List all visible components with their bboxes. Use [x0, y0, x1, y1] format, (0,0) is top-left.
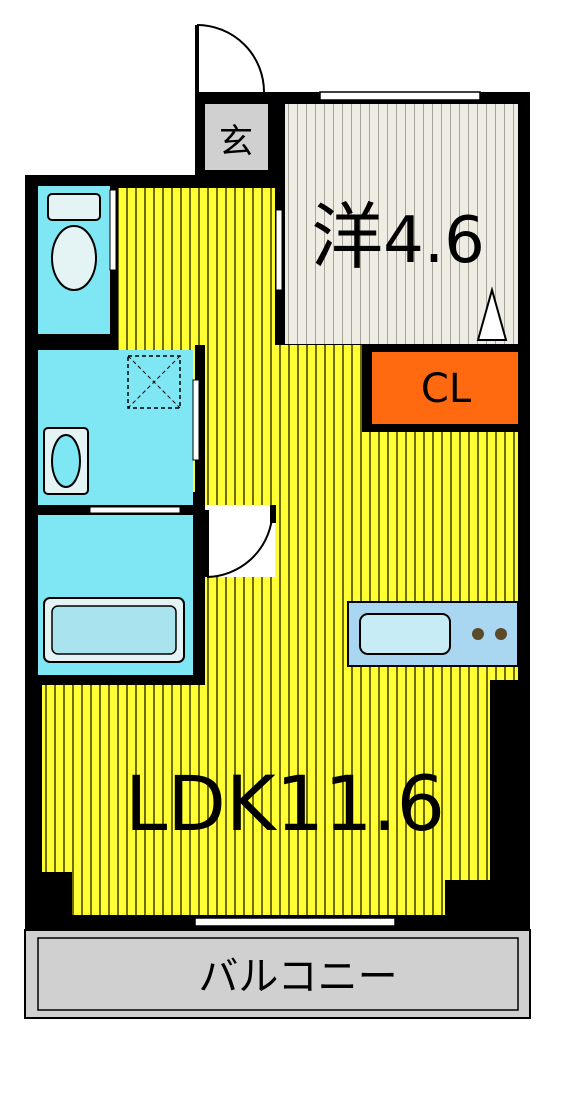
closet-area [372, 352, 518, 424]
stove-burner-left [472, 628, 484, 640]
balcony-railing [37, 937, 519, 1011]
ldk-door-opening [205, 505, 275, 577]
corridor-wall [195, 345, 205, 685]
western-room-door [275, 209, 283, 291]
western-room-kanji: 洋 [311, 195, 383, 279]
bathtub-inner [51, 605, 177, 655]
entrance-door-opening [193, 30, 273, 92]
genkan-label: 玄 [219, 122, 253, 162]
balcony-label: バルコニー [198, 954, 397, 1000]
kitchen-sink [359, 613, 451, 655]
ldk-label: LDK11.6 [125, 759, 445, 848]
toilet-bowl [51, 225, 97, 291]
balcony-window [194, 917, 396, 927]
western-room-size: 4.6 [383, 204, 485, 278]
closet-fold-door [476, 286, 508, 341]
genkan-floor [205, 104, 268, 170]
washing-machine-space [127, 355, 181, 409]
ldk-door-jamb [270, 505, 276, 523]
balcony [24, 929, 531, 1019]
closet-label: CL [421, 366, 472, 412]
washbasin-bowl [51, 434, 81, 488]
western-room-floor [285, 104, 518, 344]
toilet-door [109, 189, 117, 271]
washing-machine-diag-2 [127, 355, 181, 409]
entrance-door-arc [196, 24, 265, 93]
toilet-tank [47, 193, 101, 221]
western-room-label: 洋4.6 [311, 195, 485, 279]
stove-burner-right [495, 628, 507, 640]
western-room-window [319, 91, 481, 101]
washroom-door [192, 379, 200, 461]
bath-door [89, 506, 181, 514]
ldk-door-arc [206, 517, 273, 578]
